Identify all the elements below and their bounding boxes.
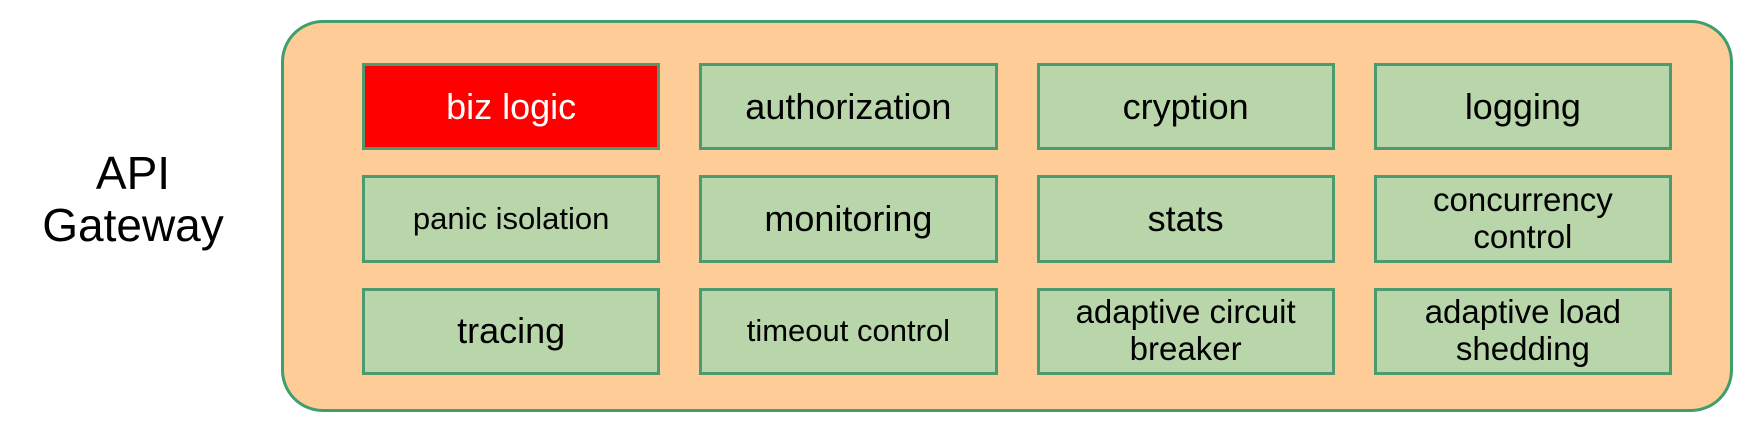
- capability-box[interactable]: concurrency control: [1373, 175, 1672, 263]
- capability-box[interactable]: tracing: [362, 287, 661, 375]
- capability-box[interactable]: panic isolation: [362, 175, 661, 263]
- api-gateway-label: API Gateway: [42, 147, 224, 251]
- capability-box[interactable]: adaptive circuit breaker: [1036, 287, 1335, 375]
- capability-box[interactable]: cryption: [1036, 63, 1335, 151]
- capability-box[interactable]: adaptive load shedding: [1373, 287, 1672, 375]
- capability-box[interactable]: monitoring: [699, 175, 998, 263]
- capability-box[interactable]: timeout control: [699, 287, 998, 375]
- capability-box[interactable]: logging: [1373, 63, 1672, 151]
- capability-box[interactable]: authorization: [699, 63, 998, 151]
- api-gateway-container: biz logic authorization cryption logging pan…: [281, 20, 1733, 412]
- capability-box[interactable]: biz logic: [362, 63, 661, 151]
- capability-box[interactable]: stats: [1036, 175, 1335, 263]
- capability-grid: biz logic authorization cryption logging pan…: [362, 63, 1672, 375]
